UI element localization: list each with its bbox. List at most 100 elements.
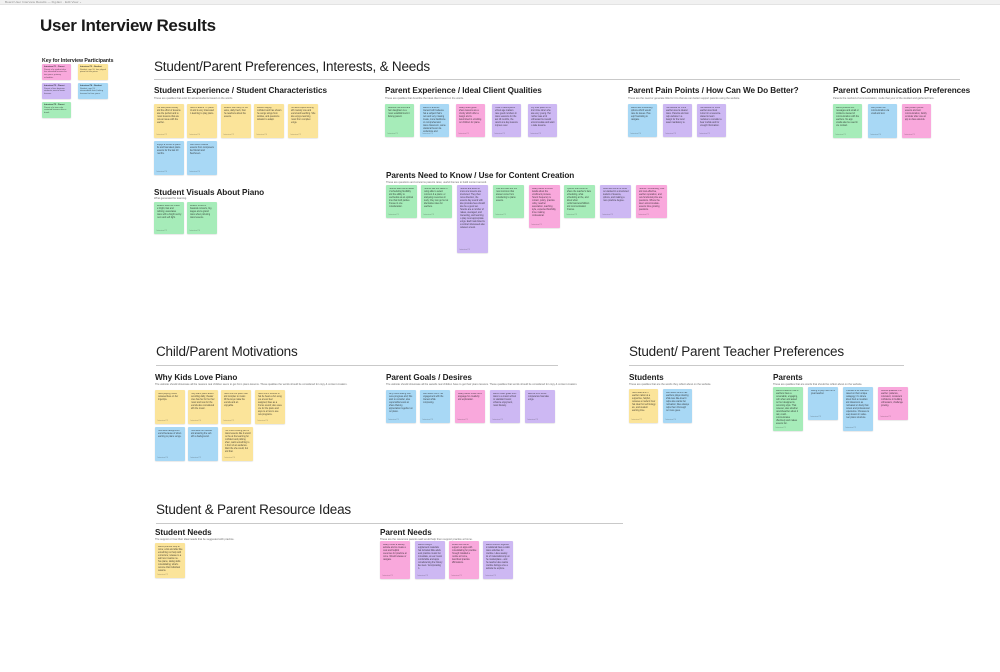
sticky-note-author: Interview P4	[256, 134, 267, 137]
sticky-note-author: Interview P1	[387, 133, 398, 136]
sticky-note-author: Interview P1	[638, 214, 649, 217]
group-subtitle-student-visuals: What generated for learning.	[154, 197, 187, 200]
sticky-note[interactable]: Any took piano for a short time when she…	[528, 104, 557, 137]
sticky-note[interactable]: Enjoys a school & piano life and has tak…	[154, 141, 184, 175]
sticky-note[interactable]: Cost and fees are the most common that a…	[493, 185, 524, 218]
sticky-note[interactable]: Parents are about to know one lessons ar…	[457, 185, 488, 253]
group-title-parent-needs: Parent Needs	[380, 528, 432, 537]
sticky-note[interactable]: Likes teachers in teacher nation at a su…	[629, 389, 658, 423]
sticky-note[interactable]: Wants music goals both piano to a music …	[490, 390, 520, 423]
sticky-note[interactable]: Started happily, confident and has shown…	[254, 104, 284, 138]
sticky-note[interactable]: Believes that sons and their daughters i…	[385, 104, 414, 137]
sticky-note[interactable]: Parents want some ideas of scheduling fl…	[386, 185, 417, 218]
sticky-note[interactable]: Also prefers phone lessons and text comm…	[902, 104, 931, 138]
sticky-note[interactable]: Also wants whom has teachers plays relax…	[663, 389, 692, 423]
sticky-note[interactable]: Likes how the piano has and complex to m…	[221, 390, 251, 424]
sticky-note[interactable]: They learn piano about recording daily; …	[188, 390, 218, 424]
key-note-name: Interview P1 - Parent	[44, 66, 65, 68]
sticky-note-author: Interview P5	[845, 427, 856, 430]
sticky-note[interactable]: Also wants his or her engagement with th…	[420, 390, 450, 423]
sticky-note-author: Interview P1	[775, 427, 786, 430]
sticky-note[interactable]: Really wants music as a language for cre…	[455, 390, 485, 423]
group-subtitle-parent-communication: Parents the method of communication, mod…	[833, 97, 935, 100]
sticky-note-text: Very loves seeing that loves progress an…	[388, 392, 413, 413]
sticky-note-text: Know in descriptions school age matters …	[494, 106, 518, 127]
group-subtitle-parents-need-to-know: These are questions and concerns parents…	[386, 181, 487, 184]
sticky-note[interactable]: Really wants to know details about the e…	[529, 185, 560, 228]
sticky-note-author: Interview P1	[835, 134, 846, 137]
sticky-note[interactable]: Chooses a be teachers based on their uni…	[843, 387, 873, 431]
sticky-note[interactable]: Also prefers an communication via email …	[868, 104, 897, 138]
sticky-note[interactable]: Wants to another interest both believes …	[420, 104, 449, 137]
sticky-note-author: Interview P2	[631, 419, 642, 422]
sticky-note-text: Options that could for where the teacher…	[566, 187, 591, 211]
sticky-note[interactable]: Has wishes for more teacher-level look c…	[697, 104, 726, 137]
sticky-note[interactable]: Wants practice help at home; a list and …	[155, 543, 185, 578]
sticky-note[interactable]: Parents / scheduling, cost and cost-effe…	[636, 185, 667, 218]
sticky-note[interactable]: Likes to attend TV piano bit and is very…	[187, 104, 217, 138]
sticky-note[interactable]: Know in descriptions school age matters …	[492, 104, 521, 137]
sticky-note-text: Enjoys a school & piano life and has tak…	[156, 143, 181, 155]
sticky-note[interactable]: Likes playing music because likes on her…	[155, 390, 185, 424]
sticky-note-author: Interview P1	[388, 214, 399, 217]
sticky-note-author: Interview P3	[422, 419, 433, 422]
group-title-parent-communication: Parent Communication Preferences	[833, 86, 971, 95]
sticky-note[interactable]: Also loves musical lessons from composer…	[187, 141, 217, 175]
sticky-note-text: They learn piano about recording daily; …	[190, 392, 215, 410]
sticky-note-text: Wants music goals both piano to a music …	[492, 392, 517, 407]
sticky-note[interactable]: Willing to pay more for a great teacher.…	[808, 387, 838, 420]
sticky-note[interactable]: Wants positive text messages and email o…	[833, 104, 862, 138]
sticky-note-author: Interview P3	[417, 575, 428, 578]
sticky-note-text: Student feels the music is bright, fast …	[156, 204, 182, 219]
sticky-note[interactable]: Desired qualities in a teacher: patience…	[878, 387, 908, 420]
sticky-note[interactable]: Has wished for more teacher-level a clea…	[663, 104, 692, 137]
sticky-note[interactable]: Kids likes background sound because of w…	[155, 427, 185, 461]
sticky-note-author: Interview P5	[485, 575, 496, 578]
sticky-note[interactable]: Wants a teacher that is teachers have a …	[773, 387, 803, 431]
sticky-note[interactable]: Very loves seeing that loves progress an…	[386, 390, 416, 423]
sticky-note[interactable]: Really thinks a weekly website and to cr…	[380, 541, 410, 579]
sticky-note-text: Has wished for more teacher-level a clea…	[665, 106, 689, 124]
sticky-note[interactable]: Wants function together at relational ha…	[483, 541, 513, 579]
sticky-note[interactable]: Sees at to-to some competence has take s…	[525, 390, 555, 423]
sticky-note-author: Interview P4	[189, 230, 200, 233]
key-note-description: Parent of a student who has attended les…	[44, 68, 67, 79]
sticky-note[interactable]: Parents like the value of being able to …	[421, 185, 452, 218]
group-subtitle-student-needs: The support or how their ideal needs tha…	[155, 538, 235, 541]
key-note-name: Interview P3 - Parent	[44, 85, 65, 87]
group-subtitle-parent-goals: The website should showcase all the awar…	[386, 383, 578, 386]
sticky-note[interactable]: Life was paced slowly and the effort of …	[154, 104, 184, 138]
sticky-note[interactable]: Student thinks of classical concerts, bi…	[187, 202, 217, 234]
sticky-note[interactable]: Student feels the music is bright, fast …	[154, 202, 184, 234]
sticky-note-text: Likes how the piano has and complex to m…	[223, 392, 248, 407]
section-divider-teacher-prefs	[629, 365, 904, 366]
sticky-note[interactable]: Options that could for where the teacher…	[564, 185, 595, 218]
sticky-note-author: Interview P1	[904, 134, 915, 137]
sticky-note-author: Interview P2	[156, 134, 167, 137]
sticky-note-author: Interview P1	[382, 575, 393, 578]
sticky-note-author: Interview P5	[699, 133, 710, 136]
sticky-note-text: Describes some to know her wanted in a s…	[602, 187, 629, 202]
sticky-note[interactable]: Describes some to know her wanted in a s…	[600, 185, 631, 218]
sticky-note[interactable]: Student has many of the same, daily fres…	[221, 104, 251, 138]
sticky-note[interactable]: Kid likes experimenting with melody one …	[288, 104, 318, 138]
sticky-note[interactable]: Wants thought supplement materials that …	[415, 541, 445, 579]
sticky-note[interactable]: Likes how it sounds to that he hears a f…	[255, 390, 285, 424]
sticky-note-author: Interview P1	[457, 419, 468, 422]
sticky-note[interactable]: The most exciting part of piano lessons …	[222, 427, 253, 461]
sticky-note-text: Wants a teacher that is teachers have a …	[775, 389, 799, 426]
sticky-note[interactable]: Would love some support on apps with con…	[449, 541, 479, 579]
sticky-note[interactable]: Kids likes the melodic and amazing the s…	[188, 427, 218, 461]
sticky-note-text: Really wants to know details about the e…	[531, 187, 557, 217]
sticky-note[interactable]: Wants fast scheduling options which woul…	[628, 104, 657, 137]
sticky-note-text: Also loves musical lessons from composer…	[189, 143, 214, 155]
sticky-note-text: Has wishes for more teacher-level look c…	[699, 106, 722, 127]
sticky-note[interactable]: Really looks great where lessons are a p…	[456, 104, 485, 137]
group-title-teacher-students: Students	[629, 373, 664, 382]
